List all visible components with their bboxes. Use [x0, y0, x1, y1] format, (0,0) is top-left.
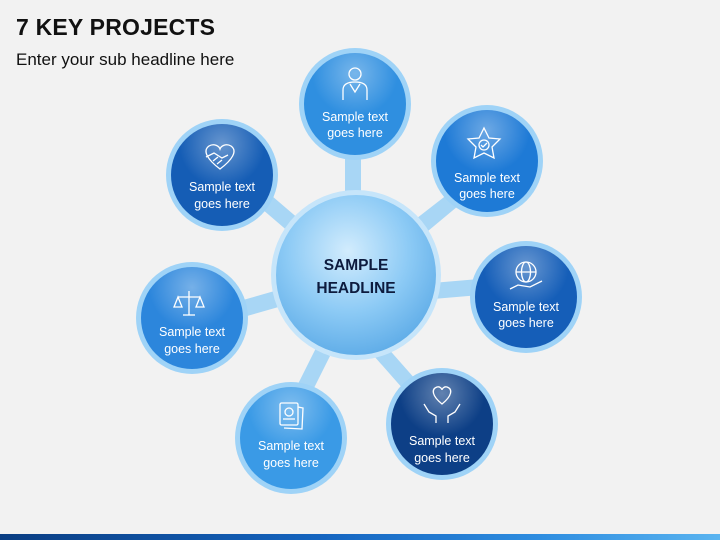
center-headline-line2: HEADLINE [316, 280, 395, 297]
star-badge-icon [466, 126, 502, 160]
node-6-text-line2: goes here [164, 342, 220, 356]
globe-hand-icon [509, 261, 543, 290]
person-icon [342, 67, 368, 100]
node-1-text-line1: Sample text [322, 110, 389, 124]
footer-bar [0, 534, 720, 540]
heart-hands-icon [423, 386, 461, 423]
node-5-text-line2: goes here [263, 456, 319, 470]
node-3-text-line2: goes here [498, 316, 554, 330]
page-subtitle: Enter your sub headline here [16, 50, 235, 69]
connector-3 [432, 279, 480, 299]
handshake-icon [205, 144, 235, 170]
project-node-6: Sample text goes here [136, 262, 248, 374]
node-4-text-line2: goes here [414, 451, 470, 465]
project-node-1: Sample text goes here [299, 48, 411, 160]
project-node-2: Sample text goes here [431, 105, 543, 217]
connector-4 [374, 346, 416, 390]
scales-icon [173, 291, 205, 316]
project-node-3: Sample text goes here [470, 241, 582, 353]
center-headline-line1: SAMPLE [324, 257, 389, 274]
node-6-text-line1: Sample text [159, 325, 226, 339]
project-node-5: Sample text goes here [235, 382, 347, 494]
node-1-text-line2: goes here [327, 126, 383, 140]
center-hub: SAMPLE HEADLINE [271, 190, 441, 360]
project-node-4: Sample text goes here [386, 368, 498, 480]
node-4-text-line1: Sample text [409, 434, 476, 448]
node-3-text-line1: Sample text [493, 300, 560, 314]
page-title: 7 KEY PROJECTS [16, 14, 216, 40]
documents-icon [279, 402, 304, 430]
project-node-7: Sample text goes here [166, 119, 278, 231]
node-7-text-line1: Sample text [189, 180, 256, 194]
node-5-text-line1: Sample text [258, 439, 325, 453]
node-2-text-line1: Sample text [454, 171, 521, 185]
node-7-text-line2: goes here [194, 197, 250, 211]
node-2-text-line2: goes here [459, 187, 515, 201]
